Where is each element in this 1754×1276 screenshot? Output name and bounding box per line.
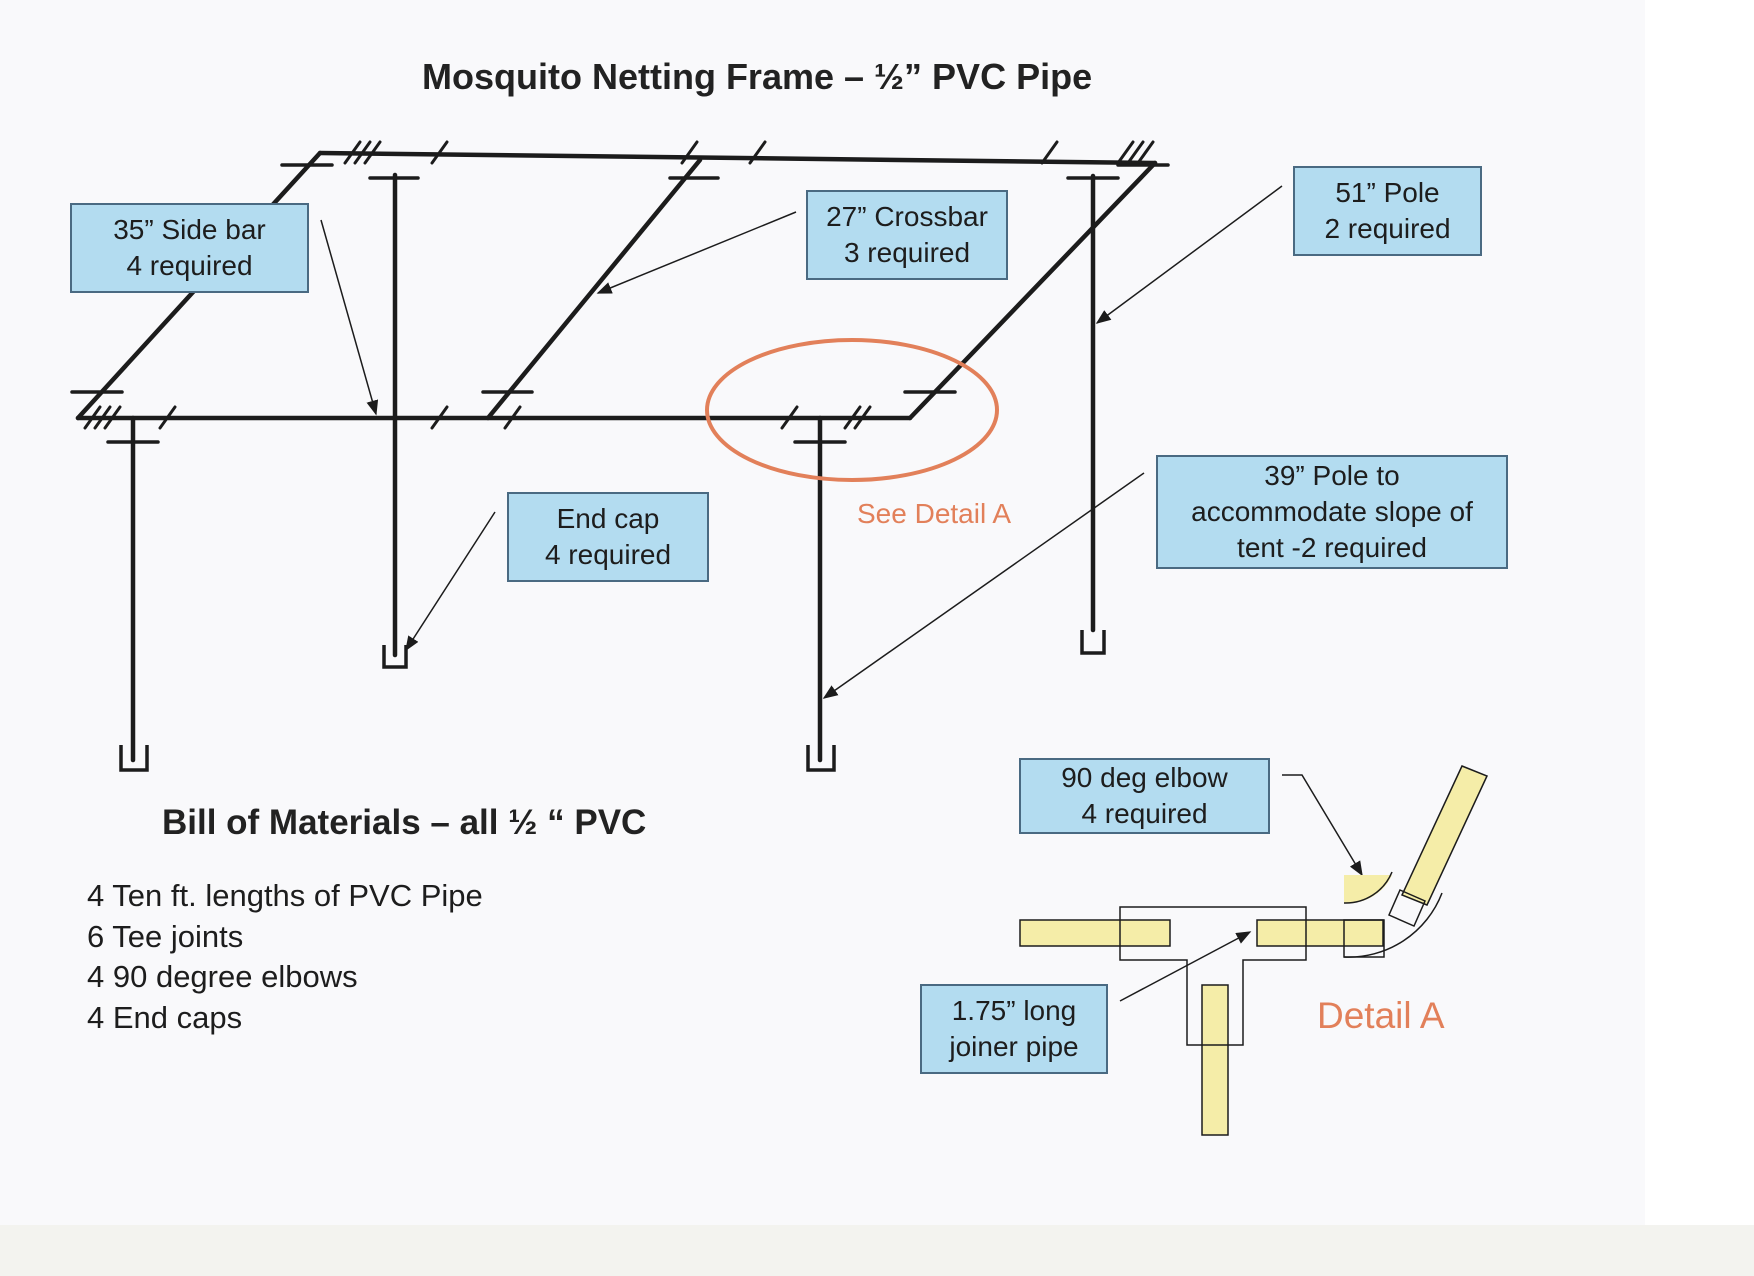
detail-a-label: Detail A <box>1317 995 1445 1036</box>
cut-marks <box>83 140 1155 430</box>
elbow-socket-angled <box>1388 889 1426 927</box>
callout-end-cap: End cap 4 required <box>507 492 709 582</box>
callout-joiner-pipe: 1.75” long joiner pipe <box>920 984 1108 1074</box>
pipe-left <box>1019 919 1171 947</box>
callout-joiner-line1: 1.75” long <box>951 995 1077 1026</box>
callout-elbow-line1: 90 deg elbow <box>1061 762 1228 793</box>
callout-end-cap-line1: End cap <box>556 503 660 534</box>
joiner-pipe <box>1256 919 1384 947</box>
bom-item: 4 End caps <box>87 999 243 1035</box>
end-cap-front-left <box>119 745 149 772</box>
callout-side-bar: 35” Side bar 4 required <box>70 203 309 293</box>
bom-list: 4 Ten ft. lengths of PVC Pipe 6 Tee join… <box>87 876 483 1038</box>
scan-margin-bottom <box>0 1225 1754 1276</box>
callout-pole-39-line1: 39” Pole to <box>1264 460 1400 491</box>
callout-crossbar-line1: 27” Crossbar <box>826 201 988 232</box>
callout-crossbar-line2: 3 required <box>843 237 971 268</box>
see-detail-note: See Detail A <box>857 498 1012 529</box>
callout-pole-39: 39” Pole to accommodate slope of tent -2… <box>1156 455 1508 569</box>
leader-arrows <box>320 185 1363 1002</box>
scan-margin <box>1645 0 1754 1276</box>
callout-crossbar: 27” Crossbar 3 required <box>806 190 1008 280</box>
bom-item: 6 Tee joints <box>87 918 244 954</box>
callout-pole-51-line2: 2 required <box>1324 213 1451 244</box>
back-rail <box>317 150 1158 166</box>
end-cap-arrow <box>405 511 496 652</box>
callout-side-bar-line1: 35” Side bar <box>113 214 266 245</box>
end-caps <box>119 630 1106 772</box>
joiner-arrow <box>1119 931 1252 1002</box>
callout-pole-39-line3: tent -2 required <box>1237 532 1427 563</box>
end-cap-back-left <box>382 645 408 669</box>
side-bar-arrow <box>320 219 379 416</box>
pipe-down <box>1201 984 1229 1136</box>
detail-a-drawing <box>1019 765 1489 1136</box>
callout-elbow-line2: 4 required <box>1081 798 1208 829</box>
pipe-angled <box>1400 765 1489 906</box>
callout-pole-51-line1: 51” Pole <box>1335 177 1440 208</box>
callout-joiner-line2: joiner pipe <box>949 1031 1079 1062</box>
elbow-socket <box>1343 919 1385 958</box>
end-cap-back-right <box>1080 630 1106 655</box>
callout-end-cap-line2: 4 required <box>544 539 672 570</box>
crossbar-middle <box>485 157 703 421</box>
tee-marks <box>70 163 1170 444</box>
pole-39-arrow <box>822 472 1145 699</box>
callout-pole-39-line2: accommodate slope of <box>1191 496 1473 527</box>
callout-elbow: 90 deg elbow 4 required <box>1019 758 1270 834</box>
elbow-inner-curve <box>1343 871 1393 904</box>
end-cap-front-right <box>806 745 836 772</box>
frame-rails <box>75 150 1158 763</box>
right-side-bar <box>907 160 1158 421</box>
crossbar-arrow <box>596 211 797 294</box>
bom-item: 4 90 degree elbows <box>87 959 358 994</box>
elbow-fitting <box>1344 872 1392 904</box>
tee-fitting-outline <box>1119 906 1307 1046</box>
pole-51-arrow <box>1095 185 1283 324</box>
elbow-arrow <box>1282 774 1363 877</box>
bom-title: Bill of Materials – all ½ “ PVC <box>162 803 647 842</box>
detail-highlight-ellipse <box>705 338 999 482</box>
diagram-title: Mosquito Netting Frame – ½” PVC Pipe <box>422 56 1093 97</box>
callout-side-bar-line2: 4 required <box>126 250 253 281</box>
bom-item: 4 Ten ft. lengths of PVC Pipe <box>87 878 483 913</box>
callout-pole-51: 51” Pole 2 required <box>1293 166 1482 256</box>
